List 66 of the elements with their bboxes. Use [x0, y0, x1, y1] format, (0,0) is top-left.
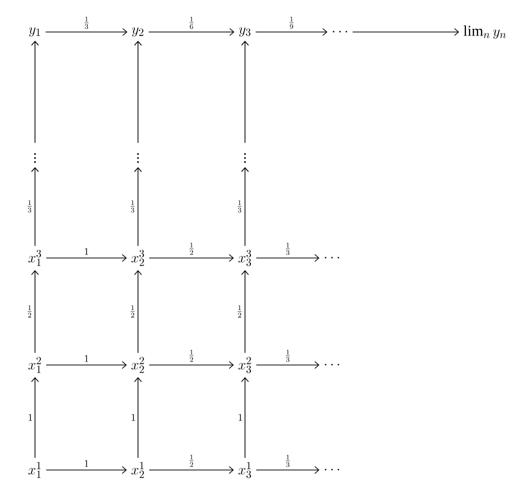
math-term: $x_1^2$	[28, 356, 41, 373]
math-term: $x_1^3$	[28, 250, 42, 266]
edge-label: $\frac{1}{2}$	[190, 242, 194, 255]
edge-label: $\frac{1}{3}$	[238, 200, 242, 213]
math-term: $\cdots$	[324, 256, 340, 258]
arrow	[148, 466, 234, 474]
arrow	[256, 254, 320, 262]
arrow	[134, 270, 142, 354]
arrow	[45, 28, 128, 36]
arrow	[134, 40, 142, 144]
math-term: $x_3^1$	[238, 462, 252, 478]
arrow	[255, 28, 328, 36]
arrow	[46, 466, 127, 474]
arrow	[134, 377, 142, 458]
arrow	[352, 28, 460, 36]
math-term: $x_1^1$	[28, 462, 41, 478]
edge-label: $1$	[132, 414, 135, 421]
math-term: $\vdots$	[137, 153, 139, 163]
edge-label: $\frac{1}{2}$	[238, 305, 242, 318]
edge-label: $\frac{1}{2}$	[190, 454, 194, 467]
math-term: $x_2^2$	[131, 356, 144, 373]
arrow	[241, 377, 249, 458]
edge-label: $1$	[238, 414, 242, 421]
edge-label: $\frac{1}{2}$	[190, 350, 194, 362]
arrow	[148, 28, 234, 36]
arrow	[241, 167, 249, 246]
math-term: $\cdots$	[324, 364, 340, 366]
math-term: $x_3^3$	[238, 250, 252, 266]
edge-label: $\frac{1}{3}$	[84, 16, 88, 29]
arrow	[31, 377, 39, 458]
arrow	[241, 270, 249, 354]
edge-label: $\frac{1}{6}$	[190, 16, 194, 29]
math-term: $y_3$	[238, 27, 250, 37]
edge-label: $\frac{1}{3}$	[286, 242, 290, 255]
edge-label: $\frac{1}{3}$	[286, 454, 290, 467]
edge-label: $\frac{1}{3}$	[28, 200, 32, 213]
math-term: $x_2^3$	[131, 250, 144, 266]
edge-label: $\frac{1}{2}$	[130, 305, 135, 318]
edge-label: $1$	[84, 460, 88, 467]
math-term: $\vdots$	[34, 153, 36, 163]
arrow	[134, 167, 142, 246]
arrow	[241, 40, 249, 144]
arrow	[256, 361, 320, 369]
math-term: $x_3^2$	[238, 356, 252, 374]
arrow	[46, 254, 127, 262]
edge-label: $1$	[84, 355, 88, 362]
arrow	[46, 361, 127, 369]
edge-label: $\frac{1}{2}$	[28, 305, 32, 318]
edge-label: $\frac{1}{3}$	[286, 350, 290, 362]
math-term: $y_1$	[28, 27, 40, 37]
edge-label: $\frac{1}{9}$	[290, 16, 294, 29]
edge-label: $1$	[84, 248, 88, 255]
arrow	[31, 167, 39, 246]
arrow	[31, 270, 39, 354]
edge-label: $\frac{1}{3}$	[130, 200, 135, 213]
math-term: $\vdots$	[244, 153, 246, 163]
arrow	[148, 254, 234, 262]
arrow	[31, 40, 39, 144]
arrow	[148, 361, 234, 369]
math-term: $y_2$	[132, 27, 144, 37]
math-term: $\cdots$	[332, 30, 348, 32]
math-term: $x_2^1$	[131, 462, 144, 478]
edge-label: $1$	[28, 414, 32, 421]
arrow	[256, 466, 320, 474]
math-term: $\lim_n y_n$	[464, 25, 506, 39]
math-term: $\cdots$	[324, 468, 340, 470]
